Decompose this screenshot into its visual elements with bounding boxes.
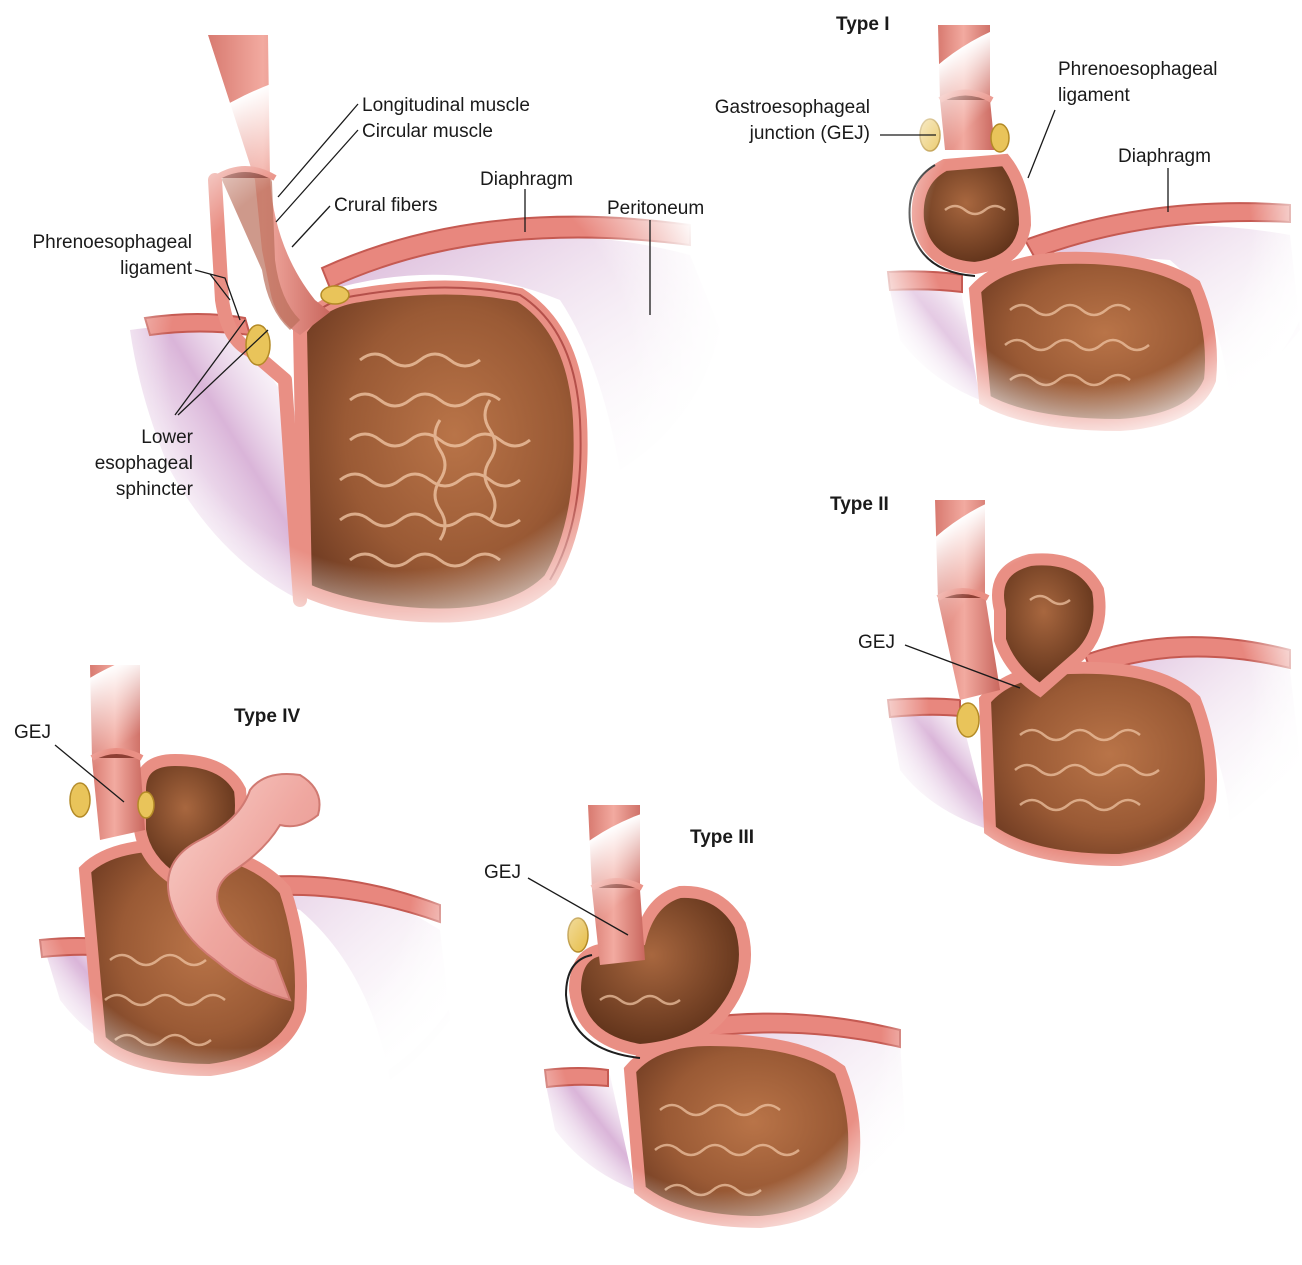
type2-title: Type II: [830, 494, 889, 515]
type1-panel: Type I Gastroesophageal junction (GEJ) P…: [715, 10, 1302, 450]
type4-panel: Type IV GEJ: [0, 640, 490, 1120]
vignette: [860, 480, 1302, 920]
label-gej: GEJ: [484, 862, 521, 883]
type3-panel: Type III GEJ: [484, 800, 950, 1260]
label-crural-fibers: Crural fibers: [334, 195, 437, 216]
type2-panel: Type II GEJ: [830, 480, 1302, 920]
label-diaphragm: Diaphragm: [1118, 146, 1211, 167]
label-phrenoesophageal-2: ligament: [1058, 85, 1131, 106]
label-circular-muscle: Circular muscle: [362, 121, 493, 142]
normal-anatomy-panel: Longitudinal muscle Circular muscle Crur…: [32, 35, 730, 660]
label-gej: GEJ: [14, 722, 51, 743]
label-peritoneum: Peritoneum: [607, 198, 704, 219]
vignette: [490, 800, 950, 1260]
vignette: [70, 60, 730, 660]
label-les-1: Lower: [141, 427, 193, 448]
label-phrenoesophageal-2: ligament: [120, 258, 193, 279]
label-gej-1: Gastroesophageal: [715, 97, 870, 118]
type3-title: Type III: [690, 827, 754, 848]
label-diaphragm: Diaphragm: [480, 169, 573, 190]
type4-title: Type IV: [234, 706, 300, 727]
label-phrenoesophageal-1: Phrenoesophageal: [32, 232, 192, 253]
type1-title: Type I: [836, 14, 890, 35]
label-gej: GEJ: [858, 632, 895, 653]
label-les-2: esophageal: [95, 453, 193, 474]
label-gej-2: junction (GEJ): [749, 123, 870, 144]
label-longitudinal-muscle: Longitudinal muscle: [362, 95, 530, 116]
label-les-3: sphincter: [116, 479, 194, 500]
label-phrenoesophageal-1: Phrenoesophageal: [1058, 59, 1218, 80]
